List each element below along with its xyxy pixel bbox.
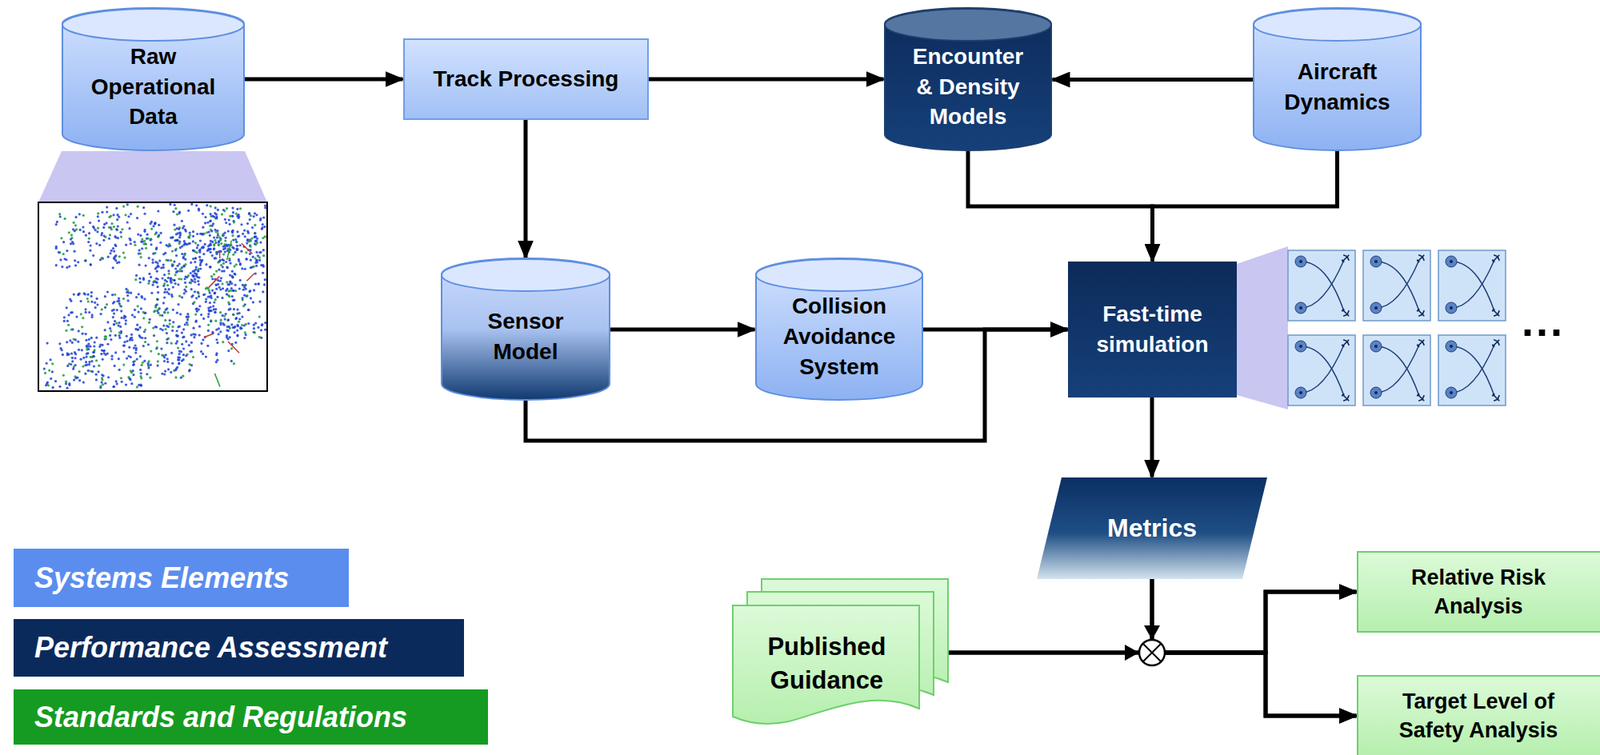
- zoom-projection: [1236, 246, 1288, 410]
- database-cylinder: Aircraft Dynamics: [1252, 8, 1422, 152]
- process-box: Relative Risk Analysis: [1356, 551, 1600, 633]
- flow-arrow: [244, 77, 404, 82]
- process-box: Track Processing: [403, 38, 649, 120]
- process-box: Target Level of Safety Analysis: [1356, 675, 1600, 755]
- document-stack: Published Guidance: [732, 578, 949, 733]
- flow-arrow: [648, 77, 884, 82]
- legend-text: Standards and Regulations: [34, 700, 408, 735]
- flow-arrow: [524, 120, 528, 259]
- node-label: Metrics: [1107, 511, 1197, 546]
- legend-swatch: Standards and Regulations: [13, 689, 488, 745]
- node-label: Collision Avoidance System: [773, 291, 906, 382]
- database-cylinder: Raw Operational Data: [61, 8, 245, 152]
- flow-arrow: [968, 151, 1153, 262]
- database-cylinder: Collision Avoidance System: [755, 258, 924, 401]
- flow-arrow: [1150, 397, 1155, 478]
- data-parallelogram: Metrics: [1036, 477, 1268, 580]
- node-label: Relative Risk Analysis: [1390, 563, 1567, 622]
- map-frame: [38, 202, 268, 392]
- legend-swatch: Performance Assessment: [13, 619, 464, 677]
- node-label: Target Level of Safety Analysis: [1390, 687, 1567, 746]
- zoom-projection: [38, 151, 268, 203]
- node-label: Published Guidance: [755, 630, 900, 698]
- database-cylinder: Encounter & Density Models: [884, 8, 1052, 152]
- encounter-thumbnails: [1288, 250, 1506, 406]
- node-label: Fast-time simulation: [1086, 299, 1219, 360]
- combiner-symbol: [1124, 625, 1165, 666]
- node-label: Aircraft Dynamics: [1271, 56, 1404, 118]
- node-label: Sensor Model: [473, 306, 578, 368]
- flow-arrow: [1152, 579, 1357, 716]
- node-label: Track Processing: [433, 64, 620, 95]
- flow-arrow: [1052, 77, 1254, 82]
- flow-arrow: [1152, 151, 1338, 262]
- database-cylinder: Sensor Model: [440, 258, 611, 401]
- process-box: Fast-time simulation: [1068, 261, 1237, 398]
- node-label: Encounter & Density Models: [904, 41, 1033, 132]
- node-label: Raw Operational Data: [77, 41, 230, 132]
- ellipsis-label: ...: [1521, 296, 1565, 346]
- legend-text: Systems Elements: [34, 561, 289, 596]
- node-shape: [1356, 551, 1600, 633]
- node-shape: [1068, 261, 1237, 398]
- legend-swatch: Systems Elements: [13, 548, 349, 608]
- legend-text: Performance Assessment: [34, 631, 388, 665]
- flow-arrow: [610, 328, 756, 332]
- traffic-map: [43, 203, 268, 390]
- node-shape: [1356, 675, 1600, 755]
